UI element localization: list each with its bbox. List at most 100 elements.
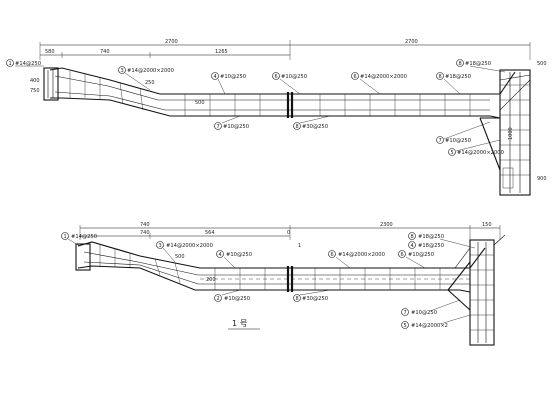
svg-text:3: 3 <box>121 68 124 74</box>
brace-b <box>447 289 471 311</box>
svg-text:#30@250: #30@250 <box>302 296 328 302</box>
svg-text:6: 6 <box>331 252 334 258</box>
callout-7-bottom-left: 7 #10@250 <box>214 115 249 130</box>
dim-text: 150 <box>482 222 492 228</box>
callout-b-2: 2 #10@250 <box>214 289 250 302</box>
svg-text:1: 1 <box>9 61 12 67</box>
dim-text: 2700 <box>165 39 178 45</box>
svg-text:#14@2000×2000: #14@2000×2000 <box>338 252 385 258</box>
callout-3: 3 #14@2000×2000 <box>118 66 174 91</box>
svg-text:1: 1 <box>64 234 67 240</box>
brace-diag-b <box>493 234 506 246</box>
dim-text: 740 <box>140 230 150 236</box>
dim-text: 1265 <box>215 49 228 55</box>
callout-b-6a: 6 #14@2000×2000 <box>328 250 385 269</box>
callout-b-8: 8 #18@250 <box>408 232 476 249</box>
svg-text:7: 7 <box>404 310 407 316</box>
svg-text:5: 5 <box>404 323 407 329</box>
callout-b-4: 4 #10@250 <box>216 250 252 269</box>
callout-b-4r: 4 #18@250 <box>408 241 444 249</box>
svg-text:6: 6 <box>354 74 357 80</box>
svg-text:4: 4 <box>214 74 217 80</box>
rebar-line-b-upper <box>83 251 470 276</box>
callout-8-bottom: 8 #30@250 <box>293 115 331 130</box>
svg-text:#10@250: #10@250 <box>223 124 249 130</box>
right-column-b <box>469 239 495 346</box>
inner-mark: 1000 <box>508 127 514 140</box>
svg-text:#10@250: #10@250 <box>226 252 252 258</box>
member-upper-edge-b <box>77 241 486 269</box>
svg-text:#14@2000×2000: #14@2000×2000 <box>360 74 407 80</box>
right-column <box>499 69 531 196</box>
inner-mark: 500 <box>195 100 205 106</box>
dim-text: 564 <box>205 230 215 236</box>
svg-text:#14@2000×2000: #14@2000×2000 <box>127 68 174 74</box>
svg-text:#14@2000×2: #14@2000×2 <box>411 323 448 329</box>
svg-text:8: 8 <box>439 74 442 80</box>
dim-text: 740 <box>140 222 150 228</box>
svg-text:4: 4 <box>219 252 222 258</box>
callout-5: 5 #14@2000×2000 <box>448 139 504 156</box>
dim-text: 750 <box>30 88 40 94</box>
svg-text:2: 2 <box>217 296 220 302</box>
svg-text:8: 8 <box>459 61 462 67</box>
callout-b-5: 5 #14@2000×2 <box>401 314 471 329</box>
svg-text:4: 4 <box>411 243 414 249</box>
brace-diag-b <box>454 247 471 269</box>
callout-b-6b: 6 #10@250 <box>398 250 434 269</box>
svg-text:8: 8 <box>296 124 299 130</box>
svg-text:7: 7 <box>439 138 442 144</box>
column-ties-b <box>470 254 494 331</box>
top-view: 2700 2700 580 740 1265 400 750 <box>6 39 547 196</box>
dim-text: 1 <box>298 243 301 249</box>
callout-6b: 6 #14@2000×2000 <box>351 72 407 95</box>
left-end-block <box>43 67 59 101</box>
svg-text:#14@2000×2000: #14@2000×2000 <box>166 243 213 249</box>
rebar-line-upper <box>54 75 490 101</box>
dim-text: 0 <box>287 230 290 236</box>
brace-b <box>447 261 471 291</box>
callout-7-right: 7 #10@250 <box>436 121 491 144</box>
svg-text:#18@250: #18@250 <box>445 74 471 80</box>
stirrups-top <box>69 71 471 116</box>
svg-text:3: 3 <box>159 243 162 249</box>
callout-8b-top: 8 #18@250 <box>456 59 506 73</box>
svg-text:#10@250: #10@250 <box>281 74 307 80</box>
bottom-view: 740 2300 150 740 564 0 1 <box>61 222 506 346</box>
inner-mark: 200 <box>206 277 216 283</box>
callout-4: 4 #10@250 <box>211 72 246 95</box>
callout-8-top: 8 #18@250 <box>436 72 471 95</box>
svg-text:#14@250: #14@250 <box>71 234 97 240</box>
column-base-box <box>502 167 514 189</box>
callout-b-1: 1 #14@250 <box>61 232 97 247</box>
dim-text: 740 <box>100 49 110 55</box>
dim-text: 900 <box>537 176 547 182</box>
callout-6a: 6 #10@250 <box>272 72 307 95</box>
dim-text: 2300 <box>380 222 393 228</box>
dim-text: 580 <box>45 49 55 55</box>
dim-text: 2700 <box>405 39 418 45</box>
svg-text:6: 6 <box>275 74 278 80</box>
member-lower-edge <box>50 97 501 119</box>
callout-1: 1 #14@250 <box>6 59 44 67</box>
svg-text:#18@250: #18@250 <box>418 243 444 249</box>
brace <box>479 117 501 171</box>
dim-text: 500 <box>537 61 547 67</box>
svg-text:6: 6 <box>401 252 404 258</box>
callout-b-7: 7 #10@250 <box>401 299 461 316</box>
svg-text:5: 5 <box>451 150 454 156</box>
drawing-title: 1 号 <box>232 319 248 328</box>
svg-text:#14@2000×2000: #14@2000×2000 <box>457 150 504 156</box>
brace-diag <box>499 74 531 81</box>
callout-b-8b: 8 #30@250 <box>293 289 331 302</box>
svg-text:#10@250: #10@250 <box>445 138 471 144</box>
column-ties <box>500 84 530 176</box>
svg-text:#18@250: #18@250 <box>465 61 491 67</box>
svg-text:#10@250: #10@250 <box>411 310 437 316</box>
inner-mark: 500 <box>175 254 185 260</box>
inner-mark: 250 <box>145 80 155 86</box>
rebar-line-lower <box>54 91 490 111</box>
dim-text: 400 <box>30 78 40 84</box>
